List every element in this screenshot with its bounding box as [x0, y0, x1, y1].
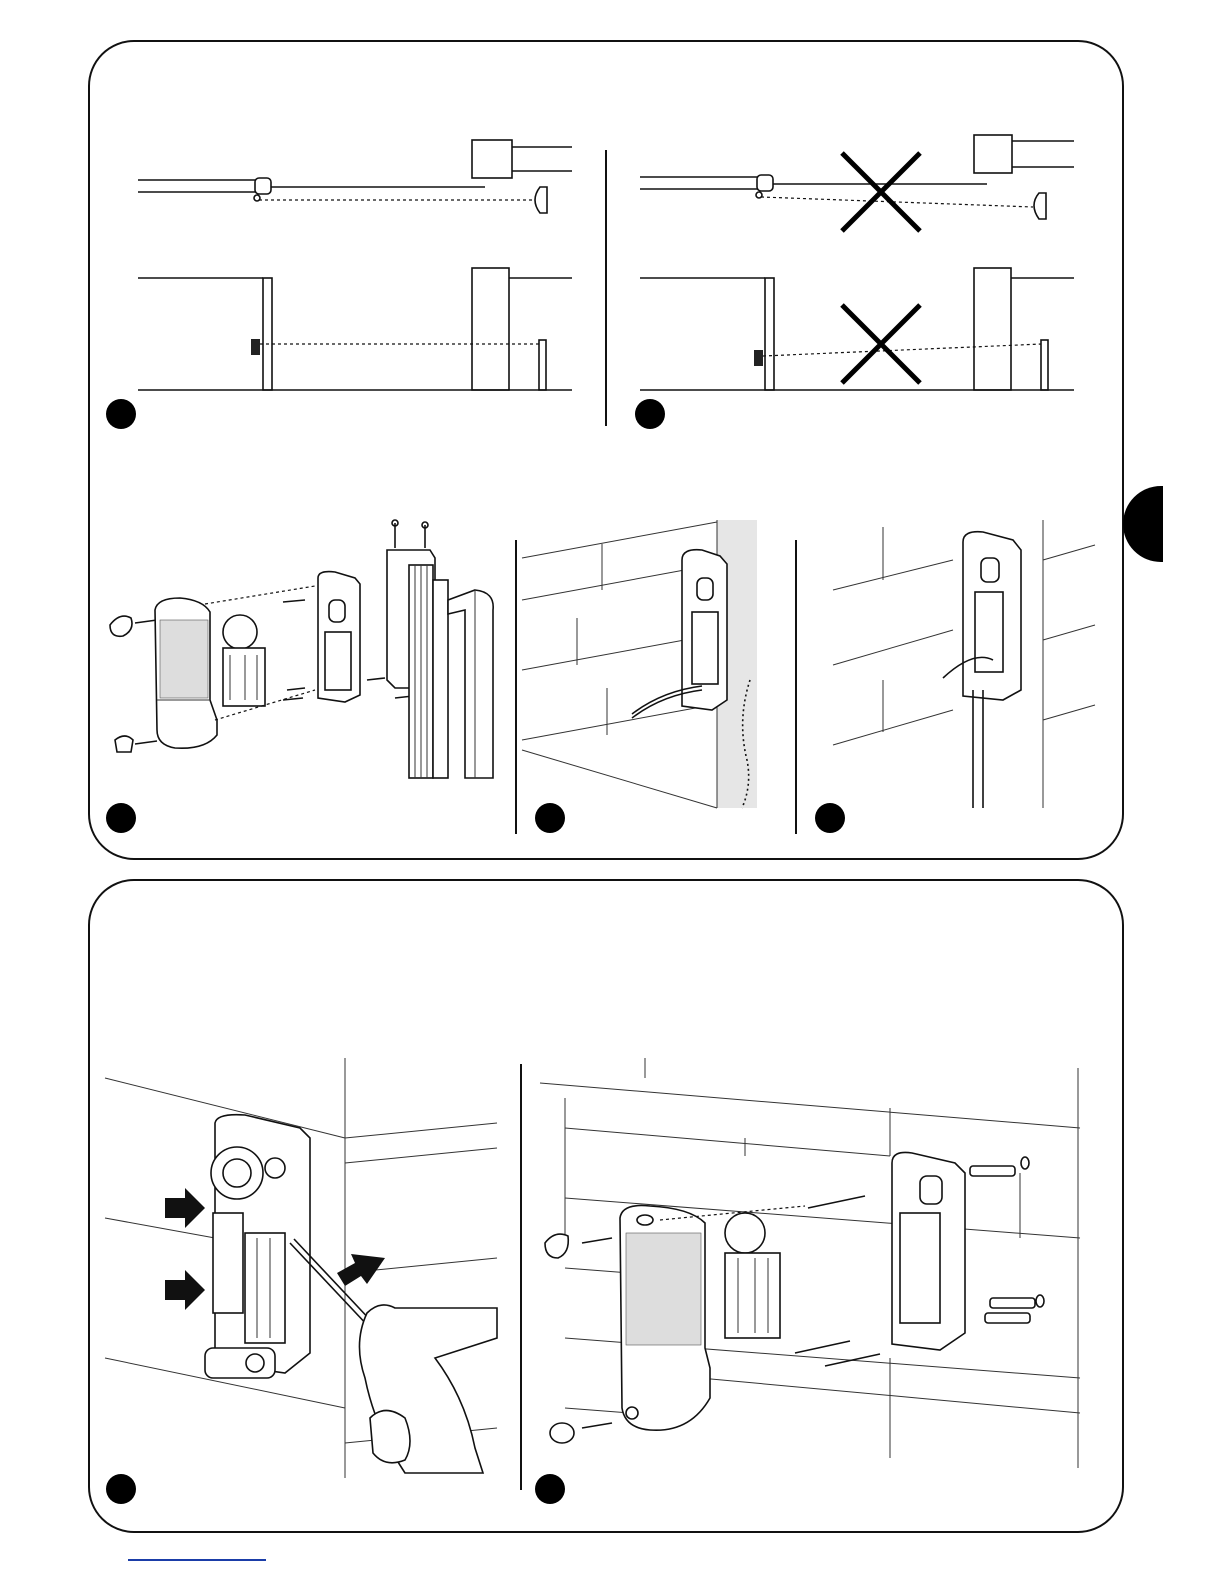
figure-divider: [605, 150, 607, 426]
figure-alignment-correct: [135, 135, 575, 397]
figure-marker-2: [635, 399, 665, 429]
figure-marker-5: [815, 803, 845, 833]
figure-column-mounting: [105, 520, 500, 782]
figure-marker-4: [535, 803, 565, 833]
footer-rule: [128, 1559, 266, 1561]
figure-remove-cover: [105, 1058, 500, 1478]
figure-marker-1: [106, 399, 136, 429]
wall-cable-entry-icon: [522, 520, 790, 808]
figure-divider: [515, 540, 517, 834]
page-edge-tab: [1123, 486, 1163, 562]
figure-divider: [520, 1064, 522, 1490]
wall-mount-exploded-icon: [540, 1058, 1095, 1478]
column-mount-exploded-icon: [105, 520, 500, 782]
figure-marker-3: [106, 803, 136, 833]
figure-cable-entry-tube: [833, 520, 1095, 808]
screwdriver-remove-icon: [105, 1058, 500, 1478]
figure-cable-entry-wall: [522, 520, 790, 808]
tube-cable-entry-icon: [833, 520, 1095, 808]
figure-wall-mounting: [540, 1058, 1095, 1478]
figure-divider: [795, 540, 797, 834]
figure-alignment-incorrect: [637, 135, 1077, 397]
figure-marker-6: [106, 1474, 136, 1504]
photocell-alignment-correct-icon: [135, 135, 575, 397]
photocell-alignment-incorrect-icon: [637, 135, 1077, 397]
figure-marker-7: [535, 1474, 565, 1504]
